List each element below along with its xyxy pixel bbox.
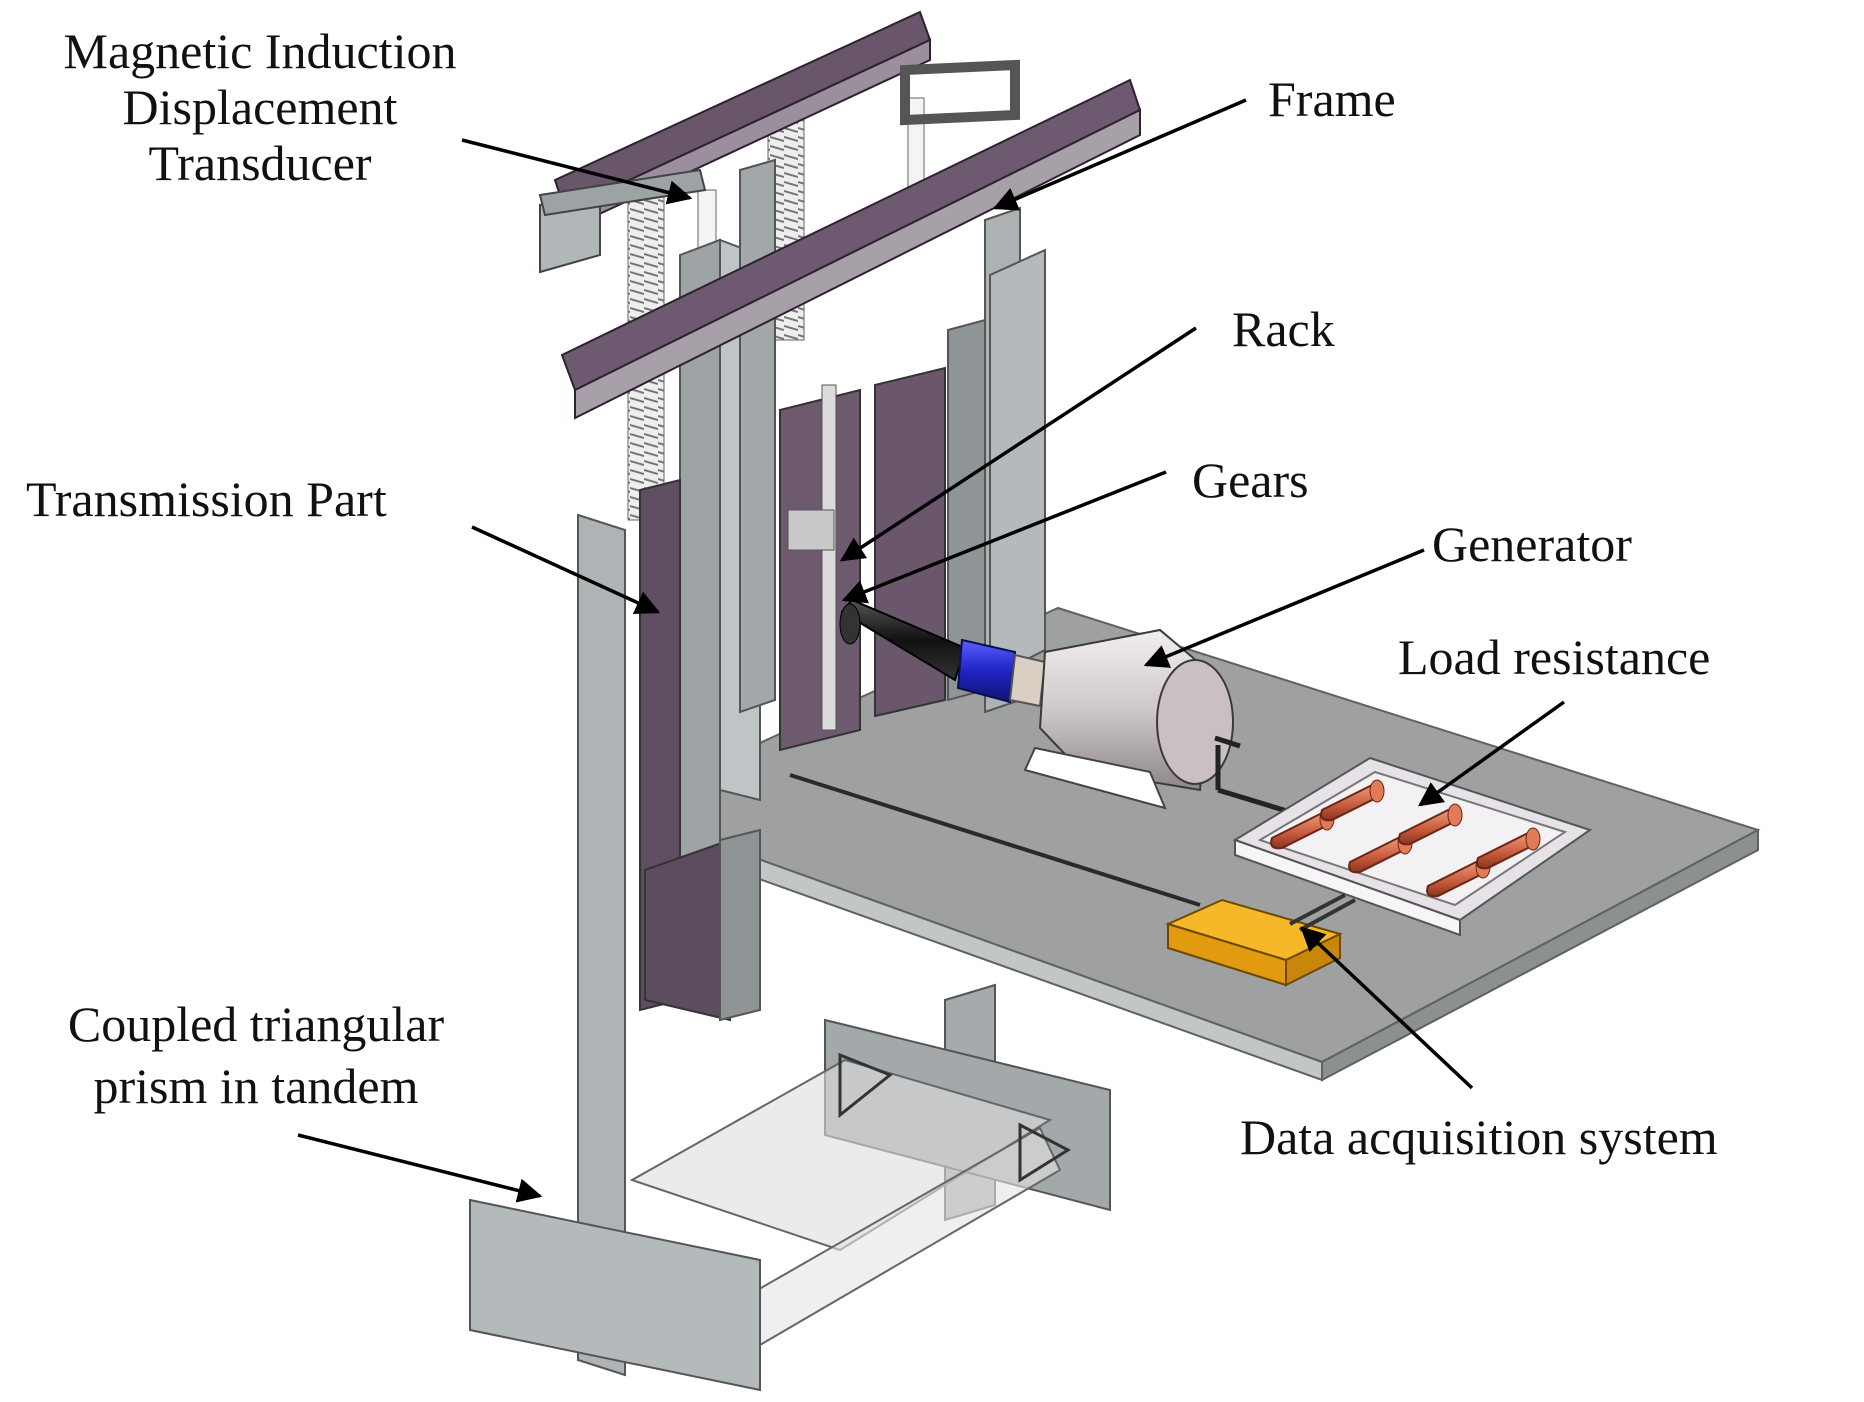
resistor-end-4 bbox=[1369, 779, 1385, 803]
arrow-gears bbox=[841, 470, 1167, 604]
arrow-frame bbox=[992, 98, 1247, 211]
arrow-transducer bbox=[461, 138, 693, 205]
label-frame: Frame bbox=[1268, 71, 1396, 127]
arrow-rack bbox=[839, 326, 1197, 562]
prism-frame bbox=[469, 1018, 1111, 1392]
label-load-resistance: Load resistance bbox=[1398, 629, 1711, 685]
table-top bbox=[647, 606, 1761, 1082]
top-frame-square-right bbox=[900, 59, 1020, 126]
post-right-front bbox=[989, 248, 1046, 680]
label-generator: Generator bbox=[1432, 516, 1632, 572]
daq-cable-1 bbox=[1289, 893, 1346, 926]
arrow-transmission bbox=[471, 525, 661, 614]
drive-train bbox=[839, 598, 1301, 818]
label-transducer-line3: Transducer bbox=[148, 135, 372, 191]
table-cable bbox=[789, 773, 1201, 907]
label-prism-line2: prism in tandem bbox=[93, 1058, 419, 1114]
frame-structure bbox=[627, 97, 1046, 1022]
arrow-generator bbox=[1143, 548, 1425, 668]
arrow-daq bbox=[1300, 926, 1474, 1090]
transducer-rod-2 bbox=[907, 97, 925, 189]
post-rear-left bbox=[739, 158, 776, 714]
resistor-end-5 bbox=[1447, 803, 1463, 827]
label-transmission: Transmission Part bbox=[26, 471, 387, 527]
back-leg bbox=[719, 828, 761, 1022]
blue-coupling bbox=[956, 638, 1017, 704]
label-daq: Data acquisition system bbox=[1240, 1109, 1718, 1165]
gear-housing bbox=[787, 509, 835, 551]
label-prism: Coupled triangular prism in tandem bbox=[6, 995, 506, 1115]
label-transducer: Magnetic Induction Displacement Transduc… bbox=[20, 22, 500, 192]
arrow-load-resistance bbox=[1418, 700, 1566, 807]
prism-triangle-back bbox=[838, 1052, 893, 1119]
resistor-grid bbox=[1270, 779, 1541, 898]
coupling-collar bbox=[1008, 653, 1047, 708]
arrow-prism bbox=[297, 1133, 543, 1203]
load-resistance-tray bbox=[1232, 756, 1593, 937]
tray-front-edge bbox=[1234, 838, 1461, 937]
daq-box bbox=[1165, 893, 1356, 987]
top-beam-front-lip bbox=[574, 108, 1141, 420]
generator-face bbox=[1156, 659, 1234, 785]
rack-bar bbox=[821, 384, 837, 731]
label-transducer-line2: Displacement bbox=[122, 79, 398, 135]
prism-connector-left bbox=[629, 1058, 1053, 1252]
table-side-edge bbox=[1321, 828, 1759, 1082]
label-prism-line1: Coupled triangular bbox=[67, 996, 445, 1052]
leader-arrows bbox=[297, 98, 1566, 1203]
label-gears: Gears bbox=[1192, 452, 1309, 508]
daq-cable-2 bbox=[1299, 898, 1356, 932]
generator-shaft bbox=[1214, 735, 1241, 749]
cross-brace bbox=[538, 168, 707, 217]
resistor-end-6 bbox=[1525, 827, 1541, 851]
top-beams bbox=[538, 10, 1142, 420]
shaft-end bbox=[839, 603, 861, 645]
label-transducer-line1: Magnetic Induction bbox=[63, 23, 457, 79]
generator-mount bbox=[1023, 746, 1167, 810]
plate-lower-left bbox=[644, 838, 731, 1022]
prism-plate-front bbox=[469, 1198, 761, 1392]
label-rack: Rack bbox=[1232, 301, 1335, 357]
front-leg-left bbox=[577, 513, 626, 1377]
plate-mid bbox=[779, 388, 861, 752]
prism-triangle-front bbox=[1018, 1122, 1072, 1183]
